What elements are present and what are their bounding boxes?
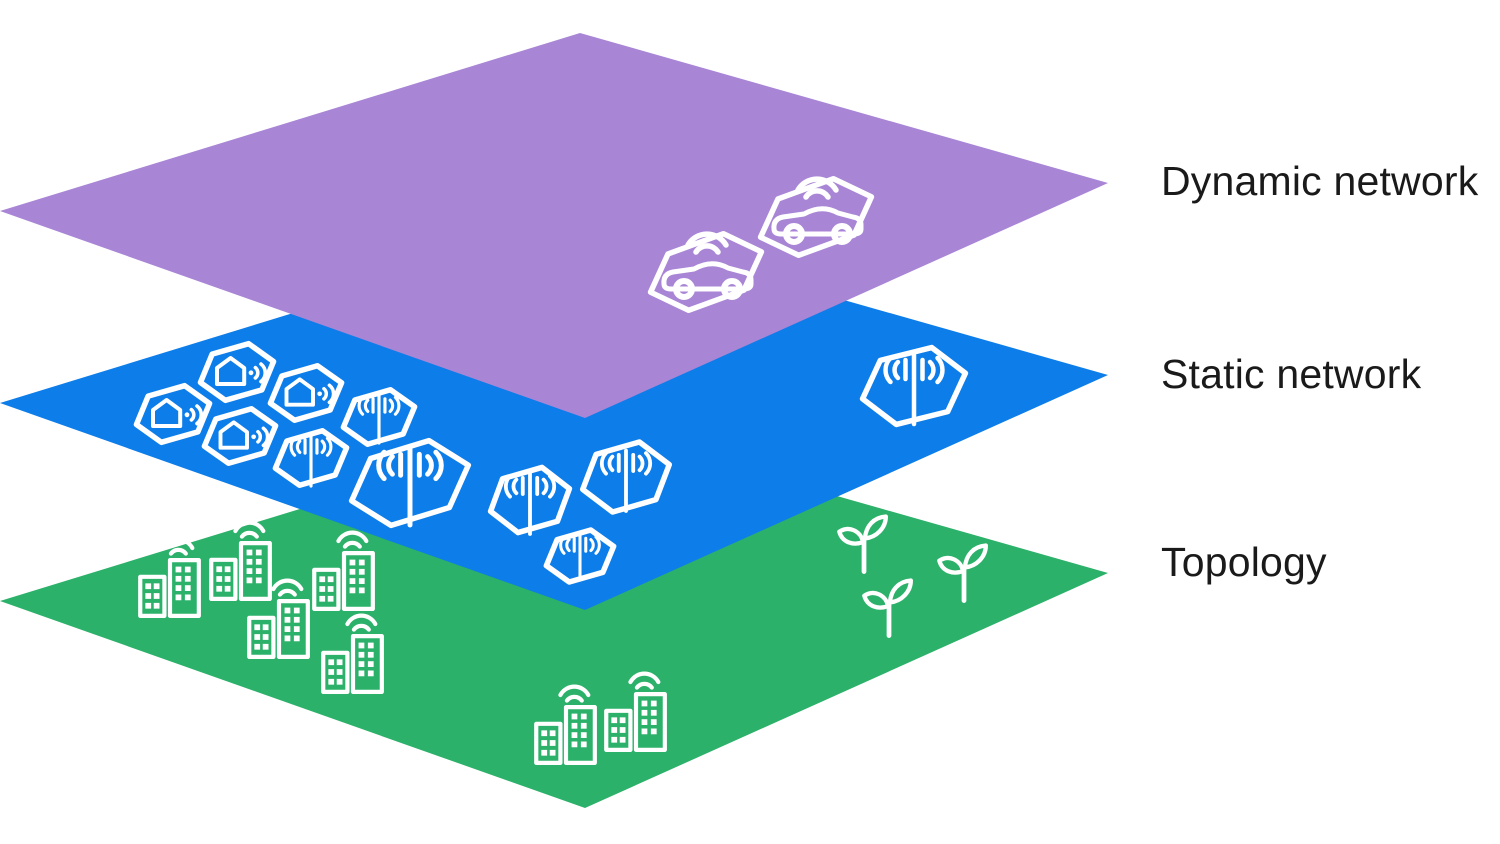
city-buildings-icon — [604, 671, 667, 752]
city-buildings-icon — [138, 537, 201, 618]
smart-home-cell — [133, 382, 213, 446]
cell-tower-cell — [272, 428, 350, 488]
cell-tower-icon — [599, 448, 653, 513]
hexagon-cell-outline — [859, 344, 969, 428]
connected-car-icon — [771, 176, 864, 245]
hexagon-cell-outline — [647, 230, 765, 314]
cell-tower-icon — [289, 434, 333, 488]
hexagon-cell-outline — [201, 406, 279, 466]
hexagon-cell-outline — [133, 382, 213, 446]
hexagon-cell-outline — [340, 387, 418, 447]
cell-tower-icon — [357, 393, 401, 445]
cell-tower-cell — [340, 387, 418, 447]
city-buildings-icon — [209, 520, 272, 601]
signal-dot — [251, 434, 256, 440]
smart-home-icon — [218, 420, 270, 450]
city-buildings-icon — [604, 671, 667, 752]
hexagon-cell-outline — [579, 439, 673, 515]
smart-home-icon — [150, 397, 204, 429]
label-static-network: Static network — [1161, 351, 1422, 397]
city-buildings-icon — [209, 520, 272, 601]
hexagon-cell-outline — [197, 340, 277, 404]
connected-car-icon — [661, 231, 754, 300]
city-buildings-icon — [321, 613, 384, 694]
smart-home-cell — [197, 340, 277, 404]
hexagon-cell-outline — [348, 437, 472, 529]
city-buildings-icon — [321, 613, 384, 694]
smart-home-cell — [267, 363, 345, 423]
topology-icons — [138, 514, 988, 765]
city-buildings-icon — [247, 578, 310, 659]
city-buildings-icon — [247, 578, 310, 659]
cell-tower-icon — [503, 471, 557, 536]
hexagon-cell-outline — [267, 363, 345, 423]
layer-plane-static — [0, 225, 1108, 610]
cell-tower-cell — [579, 439, 673, 515]
seedling-icon — [937, 543, 988, 603]
static-icons — [133, 340, 969, 585]
cell-tower-icon — [559, 533, 601, 582]
cell-tower-cell — [487, 464, 573, 536]
cell-tower-cell — [348, 437, 472, 529]
city-buildings-icon — [138, 537, 201, 618]
hexagon-cell-outline — [487, 464, 573, 536]
signal-dot — [184, 412, 190, 418]
seedling-icon — [862, 578, 913, 638]
layer-plane-topology — [0, 423, 1108, 808]
layer-plane-dynamic — [0, 33, 1108, 418]
city-buildings-icon — [312, 530, 375, 611]
seedling-icon — [862, 578, 913, 638]
seedling-icon — [937, 543, 988, 603]
label-dynamic-network: Dynamic network — [1161, 158, 1479, 204]
connected-car-cell — [647, 230, 765, 314]
hexagon-cell-outline — [272, 428, 350, 488]
cell-tower-cell — [859, 344, 969, 428]
label-topology: Topology — [1161, 539, 1327, 585]
city-buildings-icon — [534, 684, 597, 765]
seedling-icon — [837, 514, 888, 574]
city-buildings-icon — [534, 684, 597, 765]
dynamic-icons — [647, 175, 875, 314]
smart-home-icon — [284, 377, 336, 407]
city-buildings-icon — [312, 530, 375, 611]
signal-dot — [248, 370, 254, 376]
seedling-icon — [837, 514, 888, 574]
cell-tower-icon — [883, 352, 945, 427]
cell-tower-cell — [543, 527, 617, 585]
cell-tower-icon — [376, 446, 444, 528]
smart-home-cell — [201, 406, 279, 466]
hexagon-cell-outline — [757, 175, 875, 259]
hexagon-cell-outline — [543, 527, 617, 585]
signal-dot — [317, 391, 322, 397]
connected-car-cell — [757, 175, 875, 259]
smart-home-icon — [214, 355, 268, 387]
